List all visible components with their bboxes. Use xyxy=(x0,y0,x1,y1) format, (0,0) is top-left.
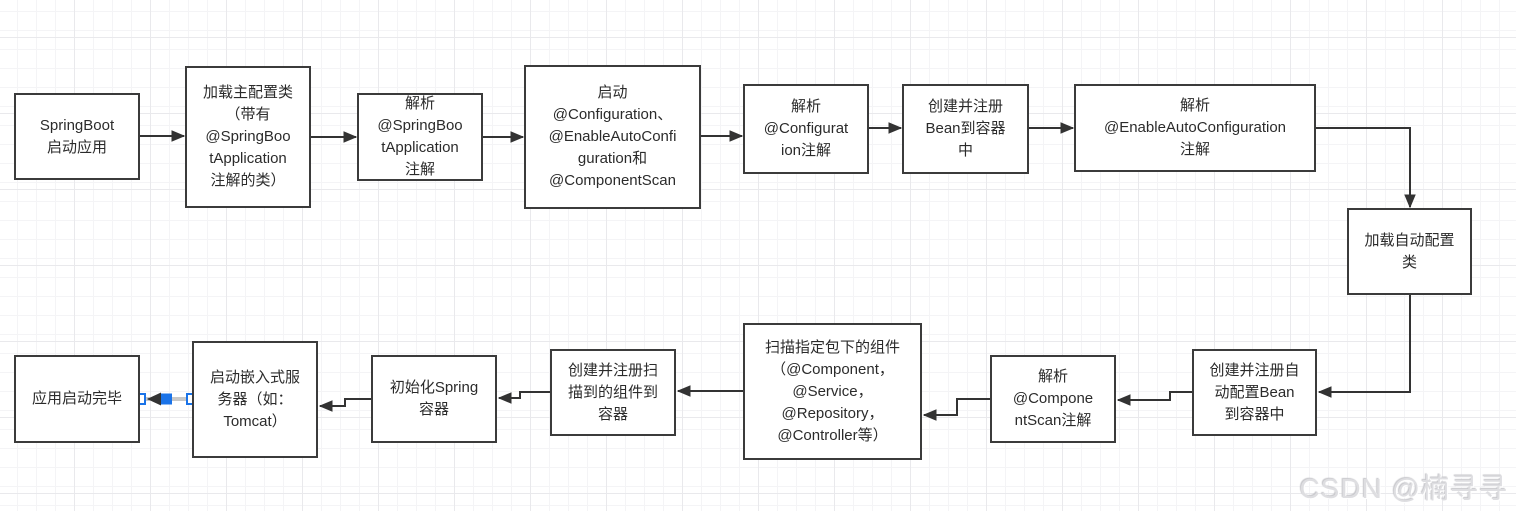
connector-start-server-to-app-started-selected[interactable] xyxy=(134,392,198,406)
connector-init-container-to-start-server[interactable] xyxy=(320,398,371,406)
handle-midpoint[interactable] xyxy=(161,393,172,405)
node-label: 加载主配置类 （带有 @SpringBoo tApplication 注解的类） xyxy=(202,84,293,189)
node-label: 初始化Spring 容器 xyxy=(389,379,479,418)
connector-register-autoconfig-bean-to-parse-componentscan[interactable] xyxy=(1118,391,1192,400)
node-label: 解析 @EnableAutoConfiguration 注解 xyxy=(1103,97,1286,158)
node-parse-configuration[interactable]: 解析 @Configurat ion注解 xyxy=(743,84,869,174)
node-label: 创建并注册 Bean到容器 中 xyxy=(925,98,1006,159)
node-init-spring-container[interactable]: 初始化Spring 容器 xyxy=(371,355,497,443)
node-app-started[interactable]: 应用启动完毕 xyxy=(14,355,140,443)
node-label: 启动 @Configuration、 @EnableAutoConfi gura… xyxy=(548,84,677,189)
node-register-bean[interactable]: 创建并注册 Bean到容器 中 xyxy=(902,84,1029,174)
connector-load-autoconfig-to-register-autoconfig-bean[interactable] xyxy=(1319,295,1411,392)
node-label: 扫描指定包下的组件 （@Component， @Service， @Reposi… xyxy=(764,338,900,444)
node-parse-enableautoconfiguration[interactable]: 解析 @EnableAutoConfiguration 注解 xyxy=(1074,84,1316,172)
node-parse-componentscan[interactable]: 解析 @Compone ntScan注解 xyxy=(990,355,1116,443)
node-register-autoconfig-bean[interactable]: 创建并注册自 动配置Bean 到容器中 xyxy=(1192,349,1317,436)
node-load-autoconfig[interactable]: 加载自动配置 类 xyxy=(1347,208,1472,295)
connector-register-scanned-to-init-container[interactable] xyxy=(499,391,550,398)
node-load-main-config[interactable]: 加载主配置类 （带有 @SpringBoo tApplication 注解的类） xyxy=(185,66,311,208)
connector-parse-eac-to-load-autoconfig[interactable] xyxy=(1316,127,1410,207)
node-enable-annotations[interactable]: 启动 @Configuration、 @EnableAutoConfi gura… xyxy=(524,65,701,209)
node-register-scanned-components[interactable]: 创建并注册扫 描到的组件到 容器 xyxy=(550,349,676,436)
node-label: SpringBoot 启动应用 xyxy=(39,116,115,156)
node-label: 启动嵌入式服 务器（如： Tomcat） xyxy=(209,368,300,430)
node-start-embedded-server[interactable]: 启动嵌入式服 务器（如： Tomcat） xyxy=(192,341,318,458)
node-label: 加载自动配置 类 xyxy=(1364,231,1455,271)
watermark: CSDN @楠寻寻 xyxy=(1299,473,1508,504)
connector-parse-componentscan-to-scan-components[interactable] xyxy=(924,398,990,415)
node-label: 解析 @SpringBoo tApplication 注解 xyxy=(377,95,463,178)
node-label: 创建并注册扫 描到的组件到 容器 xyxy=(567,361,658,423)
node-label: 解析 @Compone ntScan注解 xyxy=(1012,368,1094,429)
node-scan-components[interactable]: 扫描指定包下的组件 （@Component， @Service， @Reposi… xyxy=(743,323,922,460)
node-label: 应用启动完毕 xyxy=(31,390,122,407)
node-label: 解析 @Configurat ion注解 xyxy=(763,98,849,159)
node-label: 创建并注册自 动配置Bean 到容器中 xyxy=(1209,361,1300,423)
node-springboot-start[interactable]: SpringBoot 启动应用 xyxy=(14,93,140,180)
arrowhead-left xyxy=(147,392,161,406)
node-parse-springbootapplication[interactable]: 解析 @SpringBoo tApplication 注解 xyxy=(357,93,483,181)
